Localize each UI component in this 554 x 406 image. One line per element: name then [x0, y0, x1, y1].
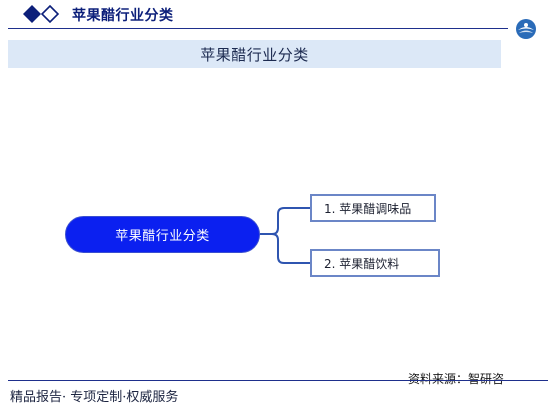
header-title: 苹果醋行业分类 [72, 8, 174, 24]
footer-slogan: 精品报告· 专项定制·权威服务 [10, 390, 179, 405]
header-divider [8, 28, 508, 29]
child-node-label: 2. 苹果醋饮料 [324, 256, 400, 271]
double-diamond-icon [23, 4, 60, 24]
source-note: 资料来源：智研咨 [408, 370, 504, 387]
mindmap-root-node: 苹果醋行业分类 [65, 216, 260, 253]
mindmap-child-node-2: 2. 苹果醋饮料 [310, 249, 440, 277]
mindmap-child-node-1: 1. 苹果醋调味品 [310, 194, 436, 222]
connector-to-child-2 [260, 233, 310, 264]
page-header: 苹果醋行业分类 [0, 0, 554, 39]
footer-divider [8, 380, 548, 381]
page-title: 苹果醋行业分类 [200, 45, 309, 64]
connector-to-child-1 [260, 207, 310, 235]
child-node-label: 1. 苹果醋调味品 [324, 201, 412, 216]
source-text: 资料来源：智研咨 [408, 372, 505, 386]
globe-logo-icon [516, 19, 536, 39]
title-band: 苹果醋行业分类 [8, 40, 501, 68]
root-node-label: 苹果醋行业分类 [115, 229, 210, 244]
